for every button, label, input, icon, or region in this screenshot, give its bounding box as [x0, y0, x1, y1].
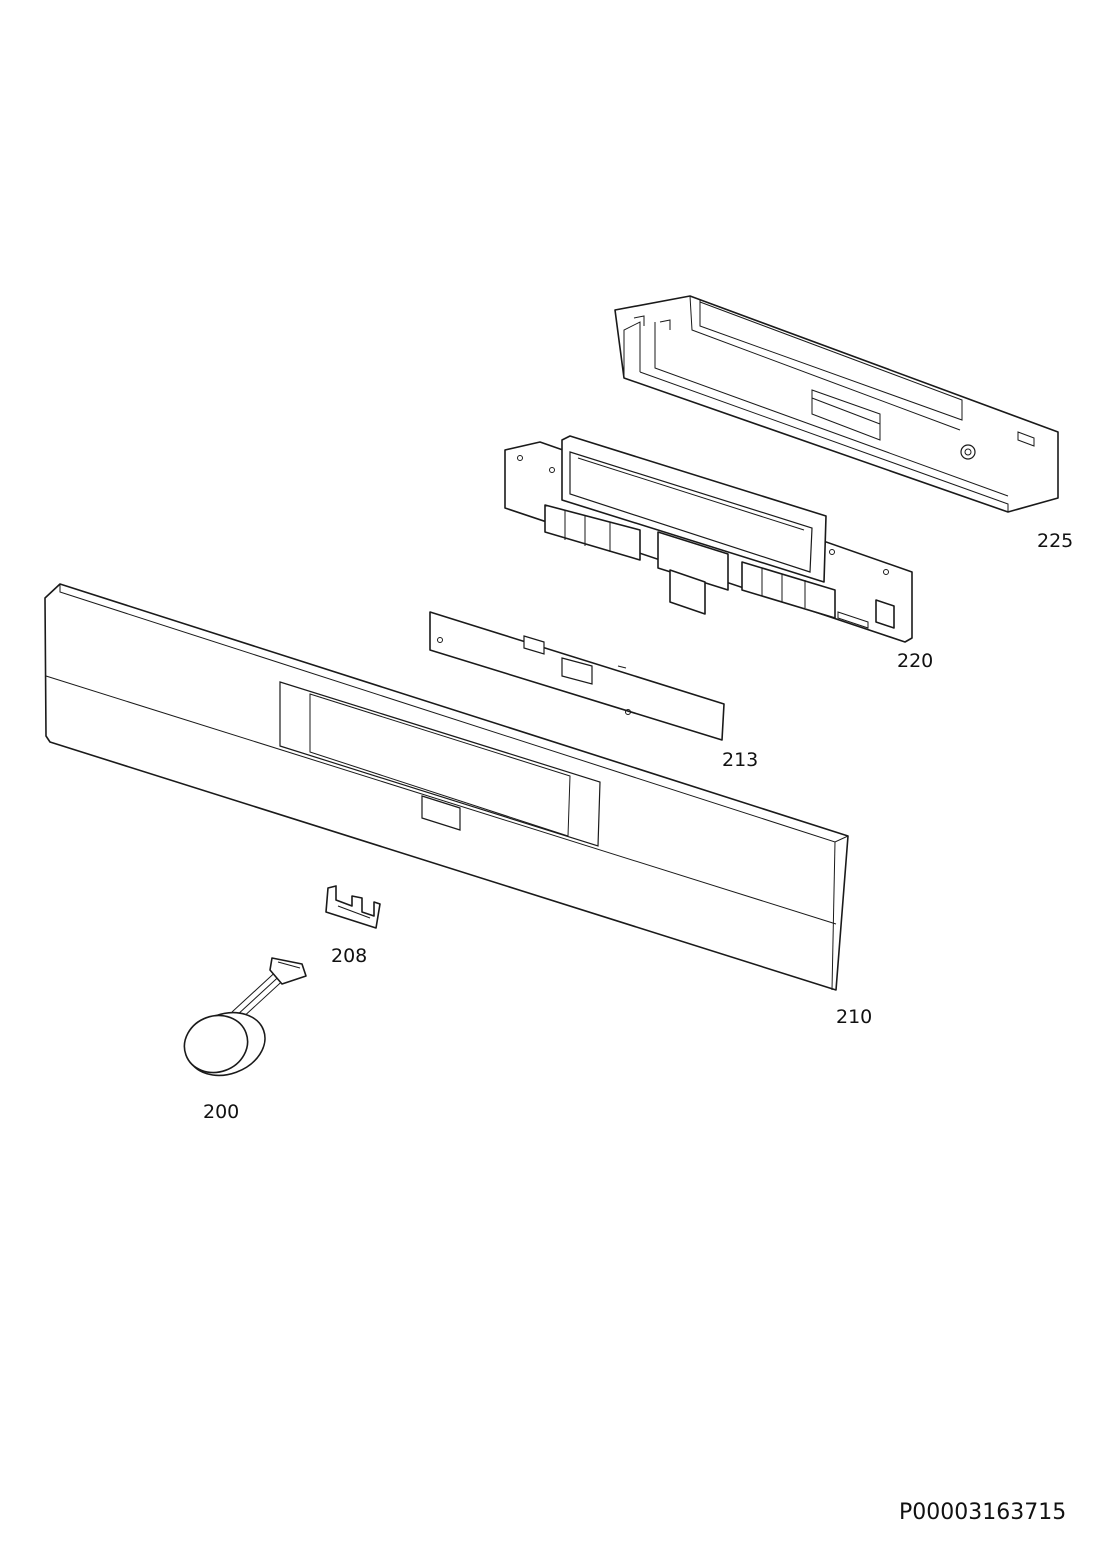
part-200-knob: [183, 957, 307, 1077]
document-number: P00003163715: [899, 1500, 1066, 1525]
label-213: 213: [722, 749, 758, 771]
part-208-bracket: [325, 885, 381, 929]
part-213-circuit-board: [429, 611, 725, 741]
part-210-control-panel: [44, 583, 849, 991]
label-220: 220: [897, 650, 933, 672]
label-225: 225: [1037, 530, 1073, 552]
label-210: 210: [836, 1006, 872, 1028]
part-220-display-module: [504, 435, 913, 643]
label-200: 200: [203, 1101, 239, 1123]
label-208: 208: [331, 945, 367, 967]
part-225-rear-housing: [614, 295, 1059, 513]
